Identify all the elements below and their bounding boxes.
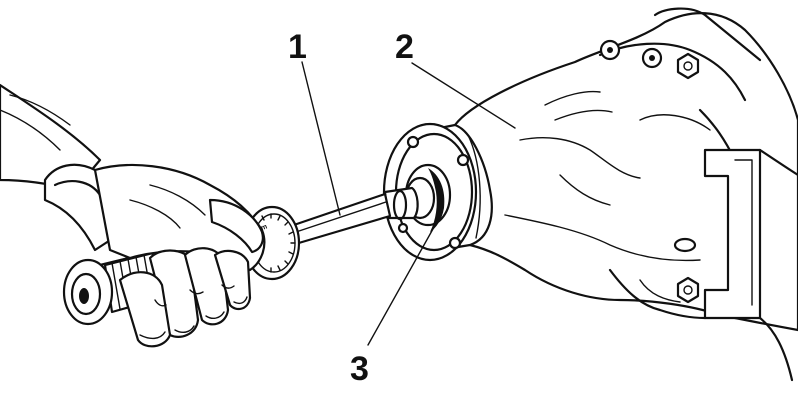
leader-3	[367, 219, 439, 346]
finger	[183, 247, 230, 326]
finger	[118, 271, 172, 348]
leader-1	[301, 61, 341, 216]
hex-bolt	[676, 276, 700, 304]
flange-hole	[456, 153, 470, 167]
hand	[0, 83, 266, 348]
hex-bolt	[676, 52, 700, 80]
callout-2: 2	[395, 28, 414, 66]
flange-hole	[406, 135, 420, 149]
axle-housing	[453, 7, 798, 382]
flange-hole	[448, 236, 462, 250]
cover-plate	[703, 148, 762, 320]
leader-2	[411, 62, 516, 129]
flange-hole	[397, 222, 409, 234]
callout-1: 1	[288, 28, 307, 66]
wrench-shaft	[283, 192, 392, 247]
finger	[213, 249, 252, 311]
socket	[383, 186, 419, 220]
leader-lines	[301, 61, 516, 346]
callout-3: 3	[350, 350, 369, 388]
finger	[148, 249, 200, 338]
